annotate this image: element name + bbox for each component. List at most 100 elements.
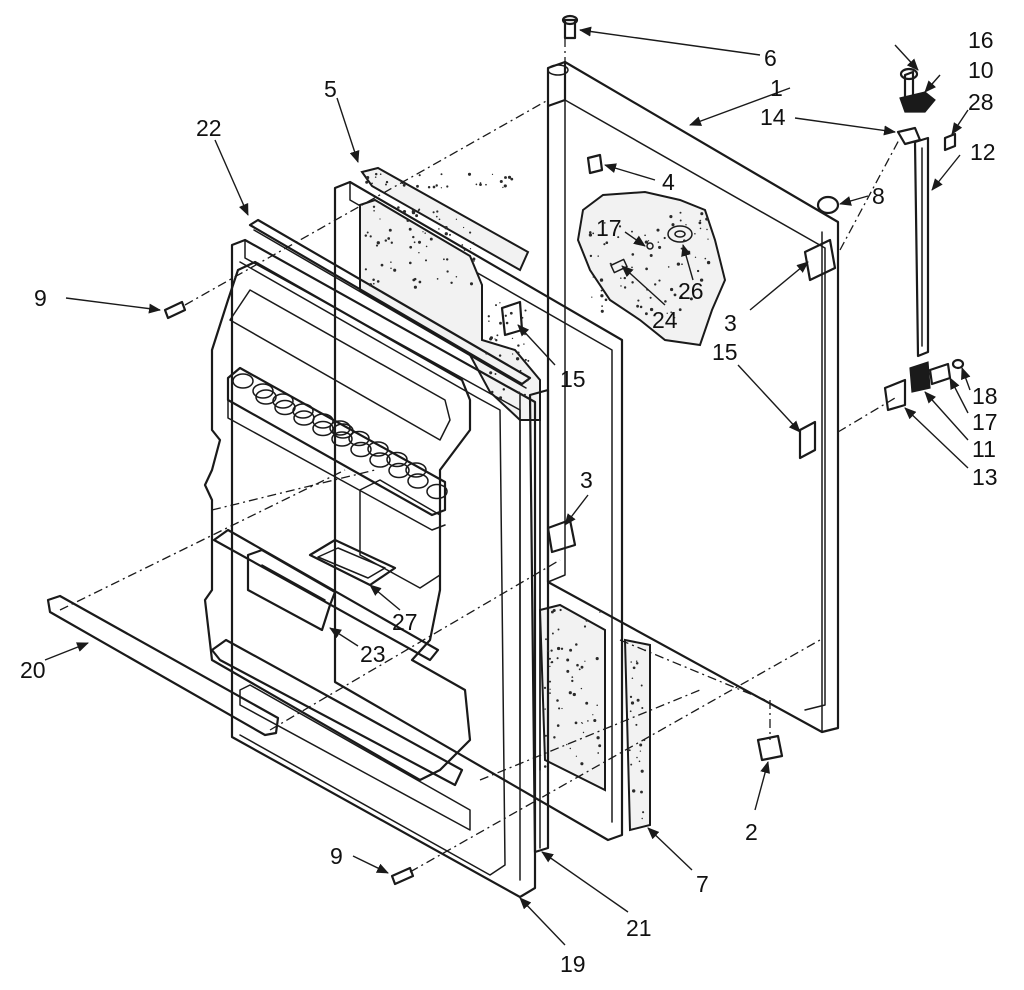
speckle-dot	[549, 692, 551, 694]
speckle-dot	[550, 660, 554, 664]
speckle-dot	[597, 255, 599, 257]
speckle-dot	[422, 231, 424, 233]
speckle-dot	[436, 210, 439, 213]
speckle-dot	[524, 309, 527, 312]
speckle-dot	[571, 679, 574, 683]
speckle-dot	[544, 708, 546, 710]
speckle-dot	[485, 183, 487, 186]
speckle-dot	[402, 210, 407, 214]
speckle-dot	[678, 308, 682, 312]
speckle-dot	[499, 179, 503, 184]
speckle-dot	[707, 238, 709, 240]
speckle-dot	[636, 756, 638, 759]
speckle-dot	[488, 320, 490, 322]
speckle-dot	[523, 343, 525, 345]
speckle-dot	[511, 337, 514, 340]
speckle-dot	[647, 240, 650, 242]
speckle-dot	[687, 250, 691, 254]
callout-13: 13	[972, 464, 998, 490]
speckle-dot	[600, 289, 603, 292]
speckle-dot	[556, 657, 559, 660]
speckle-dot	[438, 218, 441, 221]
speckle-dot	[556, 724, 560, 727]
callout-3-upper: 3	[724, 310, 737, 336]
speckle-dot	[649, 296, 652, 299]
callout-17-lower: 17	[972, 409, 998, 435]
speckle-dot	[397, 206, 400, 209]
speckle-dot	[635, 660, 638, 663]
speckle-dot	[639, 750, 642, 752]
speckle-dot	[669, 215, 673, 219]
speckle-dot	[641, 706, 644, 710]
speckle-dot	[656, 228, 660, 232]
speckle-dot	[388, 228, 392, 232]
callout-15-left: 15	[560, 366, 586, 392]
speckle-dot	[364, 234, 368, 237]
callout-8: 7	[696, 871, 709, 897]
speckle-dot	[623, 276, 626, 280]
callout-23: 23	[360, 641, 386, 667]
speckle-dot	[569, 747, 572, 750]
egg-cup	[331, 431, 353, 447]
speckle-dot	[510, 177, 514, 181]
speckle-dot	[449, 233, 451, 236]
speckle-dot	[408, 261, 412, 265]
speckle-dot	[644, 240, 649, 244]
callout-9-top: 9	[34, 285, 47, 311]
speckle-dot	[490, 390, 494, 394]
speckle-dot	[509, 311, 513, 315]
speckle-dot	[416, 184, 419, 188]
speckle-dot	[604, 222, 606, 224]
speckle-dot	[585, 701, 589, 705]
speckle-dot	[372, 278, 375, 281]
egg-cup	[386, 451, 408, 468]
speckle-dot	[642, 811, 645, 814]
egg-cup	[329, 420, 351, 436]
speckle-dot	[669, 287, 674, 292]
speckle-dot	[387, 237, 391, 240]
callout-18: 18	[972, 383, 998, 409]
speckle-dot	[379, 173, 382, 175]
speckle-dot	[631, 266, 633, 269]
speckle-dot	[620, 277, 622, 279]
egg-cup	[426, 483, 448, 500]
speckle-dot	[592, 276, 595, 278]
speckle-dot	[630, 661, 632, 663]
speckle-dot	[376, 280, 380, 283]
callout-21: 21	[626, 915, 652, 941]
speckle-dot	[527, 359, 530, 362]
speckle-dot	[374, 172, 378, 176]
speckle-dot	[632, 666, 636, 670]
speckle-dot	[487, 315, 490, 318]
speckle-dot	[596, 736, 600, 740]
speckle-dot	[679, 211, 682, 214]
speckle-dot	[545, 638, 547, 641]
egg-cup	[255, 389, 277, 405]
speckle-dot	[384, 239, 388, 242]
egg-cups	[232, 373, 448, 500]
speckle-dot	[366, 231, 369, 234]
speckle-dot	[390, 261, 392, 263]
speckle-dot	[676, 262, 681, 266]
speckle-dot	[598, 744, 602, 748]
speckle-dot	[560, 647, 564, 650]
speckle-dot	[620, 285, 622, 287]
speckle-dot	[566, 669, 570, 673]
bar-strip	[248, 218, 532, 389]
speckle-dot	[543, 686, 547, 690]
speckle-dot	[631, 281, 634, 284]
callout-6: 6	[764, 45, 777, 71]
speckle-dot	[368, 283, 373, 287]
speckle-dot	[491, 173, 494, 176]
speckle-dot	[379, 218, 381, 220]
speckle-dot	[548, 657, 551, 660]
speckle-dot	[632, 789, 636, 793]
shelf-bar	[46, 594, 280, 737]
callout-12: 12	[970, 139, 996, 165]
egg-cup	[252, 383, 274, 399]
speckle-dot	[463, 248, 466, 251]
speckle-dot	[595, 657, 599, 661]
speckle-dot	[496, 334, 499, 337]
speckle-dot	[469, 248, 472, 250]
speckle-dot	[550, 610, 554, 614]
